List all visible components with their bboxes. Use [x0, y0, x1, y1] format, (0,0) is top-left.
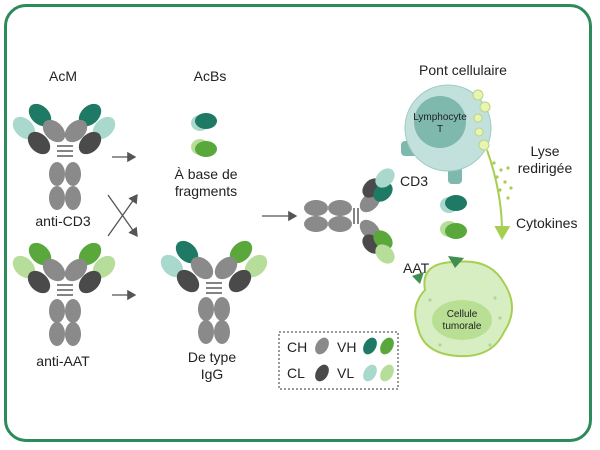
tumor-cell	[412, 256, 513, 358]
label-cd3: CD3	[400, 173, 429, 189]
legend-vl-swatch	[363, 364, 377, 382]
label-igg-2: IgG	[200, 366, 224, 382]
redirected-lysis-arrow	[486, 149, 511, 240]
legend-vh-label: VH	[337, 339, 357, 355]
legend-ch-label: CH	[287, 339, 308, 355]
anti-aat-antibody	[12, 242, 116, 346]
label-fragments-1: À base de	[174, 166, 238, 182]
label-aat: AAT	[403, 260, 430, 276]
cytokine-dots	[492, 161, 513, 200]
legend-vl-swatch-2	[380, 364, 394, 382]
label-bsab: AcBs	[193, 68, 227, 84]
igg-bispecific	[160, 240, 268, 344]
legend-ch-swatch	[315, 337, 329, 355]
label-fragments-2: fragments	[174, 183, 238, 199]
label-igg-1: De type	[187, 349, 237, 365]
legend-cl-label: CL	[287, 365, 305, 381]
label-anti-cd3: anti-CD3	[35, 213, 91, 229]
legend	[278, 331, 399, 390]
mab-to-bsab-arrows	[107, 151, 138, 301]
label-lysis-1: Lyse	[530, 143, 560, 159]
label-lymphocyte-1: Lymphocyte	[413, 112, 467, 123]
figure-frame	[4, 4, 592, 442]
legend-vh-swatch-2	[380, 337, 394, 355]
label-lymphocyte-2: T	[436, 124, 444, 135]
legend-cl-swatch	[315, 364, 329, 382]
label-tumor-1: Cellule	[446, 309, 478, 320]
label-anti-aat: anti-AAT	[36, 353, 90, 369]
legend-vl-label: VL	[337, 365, 355, 381]
label-cell-bridge: Pont cellulaire	[419, 62, 507, 78]
bridging-bispecific	[304, 168, 395, 264]
label-lysis-2: redirigée	[517, 160, 573, 176]
legend-vh-swatch	[363, 337, 377, 355]
label-tumor-2: tumorale	[442, 321, 482, 332]
bispecific-fragment-free	[440, 195, 467, 239]
fragment-bispecific	[191, 113, 217, 157]
anti-cd3-antibody	[12, 103, 116, 210]
label-cytokines: Cytokines	[516, 215, 578, 231]
label-mab: AcM	[49, 68, 77, 84]
t-lymphocyte	[401, 84, 492, 184]
